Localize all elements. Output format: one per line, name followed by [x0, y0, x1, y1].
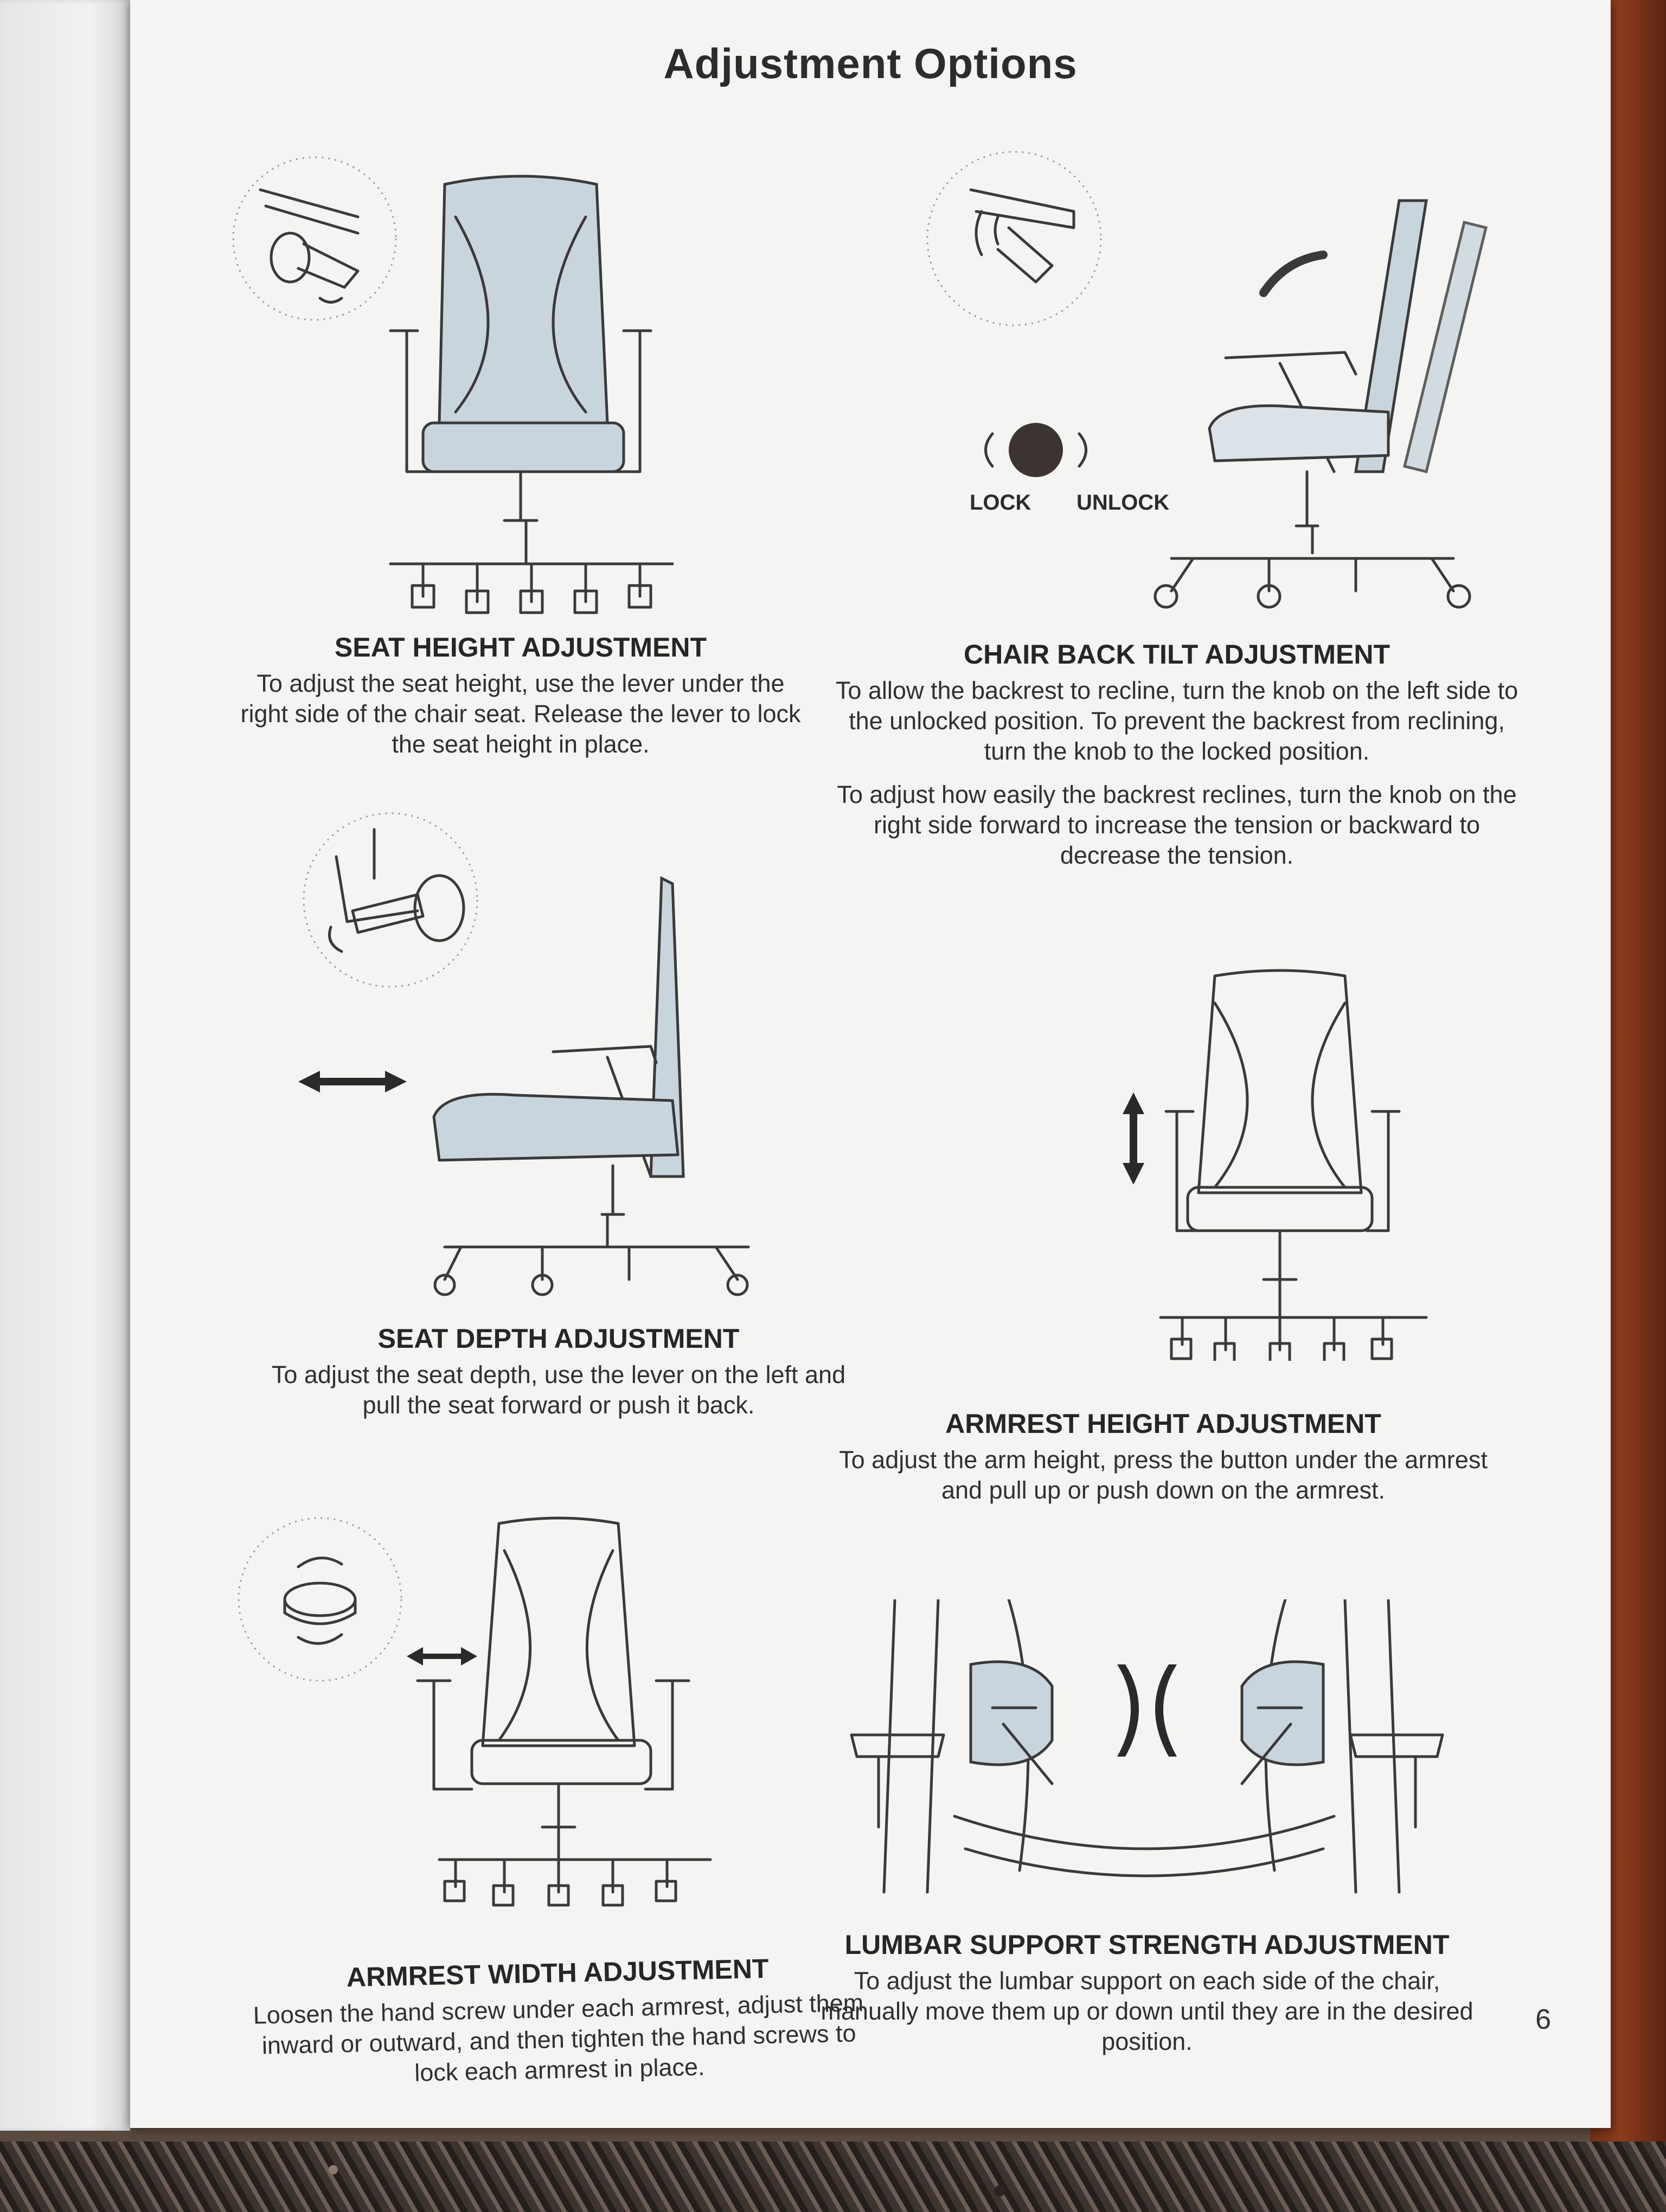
lock-label: LOCK: [970, 491, 1031, 515]
back-tilt-heading: CHAIR BACK TILT ADJUSTMENT: [963, 639, 1391, 670]
back-tilt-body: To allow the backrest to recline, turn t…: [835, 677, 1518, 765]
armrest-width-body: Loosen the hand screw under each armrest…: [253, 1989, 864, 2087]
back-tilt-section: CHAIR BACK TILT ADJUSTMENT To allow the …: [835, 639, 1518, 871]
armrest-height-heading: ARMREST HEIGHT ADJUSTMENT: [945, 1409, 1381, 1439]
adjacent-left-page: [0, 0, 130, 2131]
lumbar-section: LUMBAR SUPPORT STRENGTH ADJUSTMENT To ad…: [808, 1929, 1486, 2057]
seat-depth-section: SEAT DEPTH ADJUSTMENT To adjust the seat…: [266, 1323, 851, 1420]
seat-height-section: SEAT HEIGHT ADJUSTMENT To adjust the sea…: [233, 632, 808, 760]
armrest-width-section: ARMREST WIDTH ADJUSTMENT Loosen the hand…: [238, 1951, 880, 2092]
seat-height-illustration: [228, 152, 824, 629]
armrest-width-illustration: [190, 1507, 786, 1908]
unlock-label: UNLOCK: [1077, 491, 1170, 515]
seat-height-heading: SEAT HEIGHT ADJUSTMENT: [334, 632, 707, 663]
armrest-width-heading: ARMREST WIDTH ADJUSTMENT: [346, 1953, 769, 1993]
page-title: Adjustment Options: [663, 40, 1078, 87]
armrest-height-section: ARMREST HEIGHT ADJUSTMENT To adjust the …: [835, 1408, 1491, 1506]
back-tilt-body-2: To adjust how easily the backrest reclin…: [837, 781, 1517, 869]
back-tilt-illustration: [911, 146, 1551, 623]
lumbar-heading: LUMBAR SUPPORT STRENGTH ADJUSTMENT: [844, 1930, 1450, 1960]
armrest-height-illustration: [971, 960, 1459, 1361]
granite-countertop: [0, 2142, 1666, 2212]
armrest-height-body: To adjust the arm height, press the butt…: [839, 1446, 1488, 1504]
seat-depth-heading: SEAT DEPTH ADJUSTMENT: [377, 1323, 740, 1354]
seat-depth-illustration: [282, 808, 770, 1301]
lumbar-body: To adjust the lumbar support on each sid…: [821, 1967, 1473, 2055]
page-number: 6: [1535, 2004, 1551, 2035]
manual-page: Adjustment Options: [130, 0, 1611, 2128]
lumbar-illustration: [846, 1599, 1448, 1903]
seat-height-body: To adjust the seat height, use the lever…: [240, 670, 801, 758]
seat-depth-body: To adjust the seat depth, use the lever …: [271, 1361, 846, 1419]
